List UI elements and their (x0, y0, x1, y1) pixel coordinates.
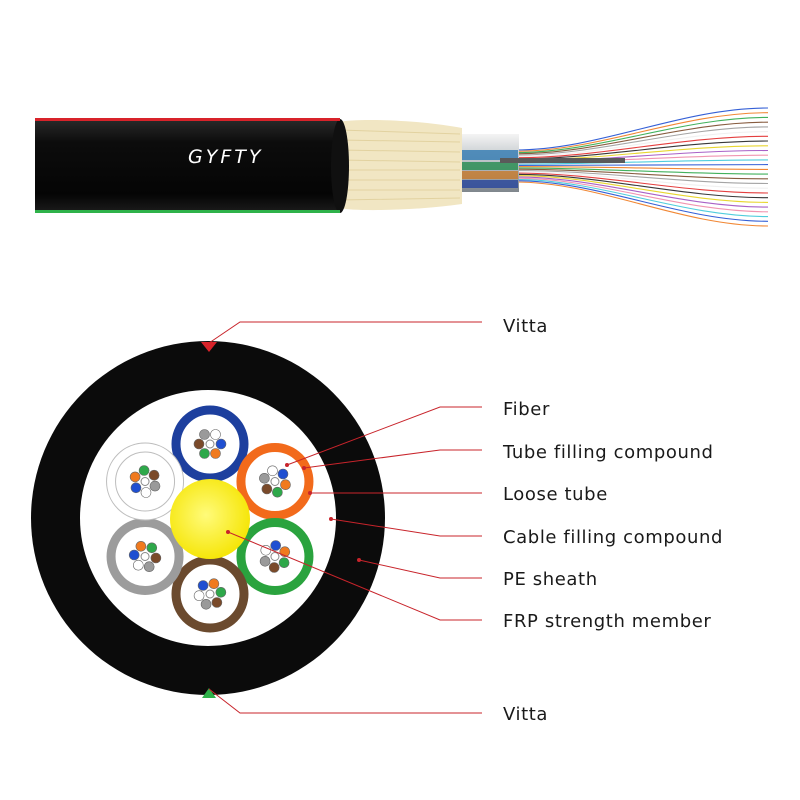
label-vitta-bottom: Vitta (503, 704, 548, 725)
leader-vitta-top (208, 321, 482, 344)
fiber-core (215, 438, 227, 450)
fiber-core (260, 544, 272, 556)
loose-tube-brown (171, 555, 249, 633)
fiber-core (272, 486, 283, 498)
label-pe-sheath: PE sheath (503, 569, 598, 590)
label-fiber: Fiber (503, 399, 550, 420)
vitta-green-stripe (35, 210, 340, 213)
leader-lines (208, 321, 482, 714)
fiber-core (135, 540, 147, 552)
fiber-core (193, 438, 205, 450)
fiber-core (130, 482, 142, 494)
fiber-core (215, 586, 227, 598)
fiber-core (143, 561, 155, 573)
fiber-core (197, 580, 209, 591)
fiber-strand (514, 167, 769, 175)
fiber-strand (514, 175, 769, 203)
vitta-bottom-marker (202, 688, 216, 698)
fiber-core (149, 480, 161, 492)
fiber-core (208, 578, 220, 590)
frp-strength-member (170, 479, 250, 559)
vitta-red-stripe (35, 118, 340, 121)
fiber-core (278, 557, 290, 569)
loose-tube-white (106, 442, 185, 521)
leader-cable-filling (330, 518, 482, 537)
fiber-strand (514, 171, 769, 189)
fiber-strand (514, 126, 769, 156)
fiber-core (193, 590, 205, 602)
fiber-strand (514, 180, 769, 222)
fiber-core (146, 542, 158, 554)
fiber-core (210, 448, 221, 459)
fiber-core (268, 562, 280, 573)
fiber-strand (514, 181, 769, 227)
leader-tube-filling (303, 449, 482, 469)
fiber-strand (514, 178, 769, 218)
label-frp-strength-member: FRP strength member (503, 611, 711, 632)
inner-core (455, 134, 625, 192)
fiber-core (277, 468, 289, 480)
loose-tube-orange (236, 443, 314, 520)
label-vitta-top: Vitta (503, 316, 548, 337)
fiber-core (133, 559, 144, 571)
fiber-strand (514, 169, 769, 185)
loose-tube-green (236, 518, 314, 595)
fiber-core (150, 552, 162, 564)
fiber-core (128, 549, 140, 561)
vitta-top-marker (201, 342, 217, 352)
fiber-core (129, 471, 141, 483)
leader-dots (226, 463, 361, 562)
leader-vitta-bottom (208, 688, 482, 714)
fiber-strand (514, 176, 769, 208)
fiber-strand (514, 116, 769, 154)
fiber-core (148, 469, 160, 481)
fiber-strand (514, 172, 769, 194)
fiber-strand (514, 164, 769, 166)
fiber-core (259, 472, 270, 484)
central-member-rod (500, 158, 625, 163)
fiber-core (259, 555, 271, 567)
fiber-core (261, 483, 273, 495)
leader-fiber (286, 406, 482, 466)
pe-sheath-side: GYFTY (35, 118, 349, 213)
fiber-strand (514, 135, 769, 159)
loose-tubes (106, 405, 314, 633)
aramid-yarn (338, 120, 462, 211)
fiber-core (138, 465, 150, 476)
cable-side-view: GYFTY (35, 107, 769, 227)
fiber-strand (514, 168, 769, 180)
fiber-strand (514, 166, 769, 170)
label-tube-filling-compound: Tube filling compound (502, 442, 714, 463)
leader-pe-sheath (358, 559, 482, 579)
fiber-core (140, 487, 152, 498)
fiber-core (280, 479, 291, 491)
label-loose-tube: Loose tube (503, 484, 608, 505)
cable-cross-section (31, 341, 385, 698)
fiber-core (210, 429, 221, 440)
fiber-strand (514, 159, 769, 165)
fiber-strand (514, 107, 769, 151)
fiber-strand (514, 177, 769, 213)
fiber-strand (514, 112, 769, 152)
fiber-core (199, 448, 210, 459)
loose-tube-blue (171, 405, 249, 483)
fiber-core (211, 597, 223, 608)
fiber-strand (514, 173, 769, 199)
fiber-core (199, 429, 210, 440)
brand-text: GYFTY (188, 146, 263, 168)
loose-tube-grey (106, 518, 184, 595)
callout-labels: Vitta Fiber Tube filling compound Loose … (502, 316, 723, 725)
fiber-strand (514, 131, 769, 157)
fiber-core (267, 465, 278, 477)
fiber-core (200, 598, 212, 610)
fiber-core (270, 540, 282, 551)
label-cable-filling-compound: Cable filling compound (503, 527, 723, 548)
fiber-strand (514, 121, 769, 155)
fiber-fan (514, 107, 769, 227)
leader-frp (227, 531, 482, 621)
